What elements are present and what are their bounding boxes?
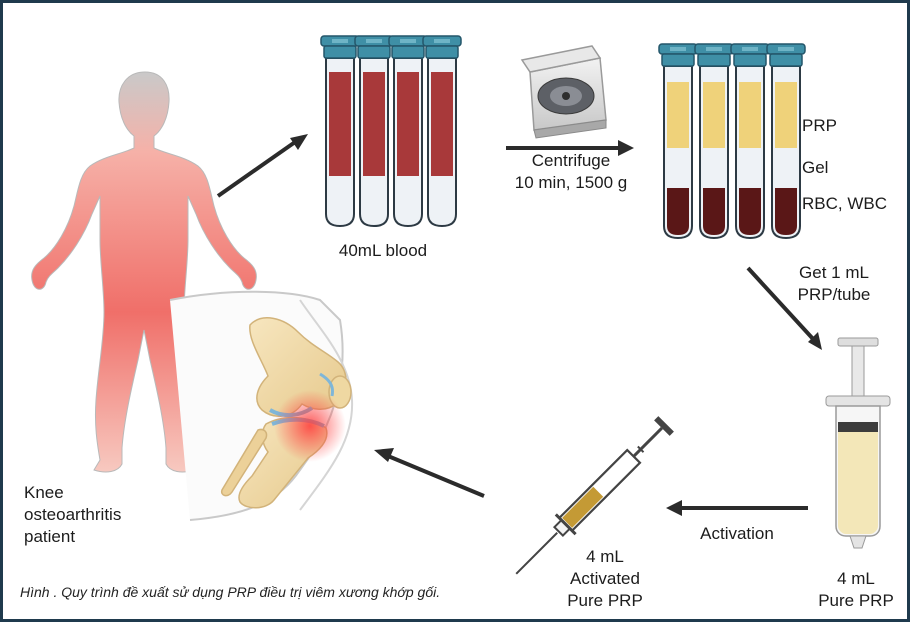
activation-label: Activation [700,524,774,543]
human-body-figure [31,71,257,473]
flow-arrows [216,134,822,516]
collect-label-line2: PRP/tube [797,285,871,304]
blood-tube [320,35,360,228]
centrifuge-label-line2: 10 min, 1500 g [514,173,628,192]
tube-cap [320,35,360,59]
activated-prp-syringe [515,416,674,575]
separated-tube [766,43,806,240]
blood-volume-label: 40mL blood [338,241,428,260]
blood-tube [354,35,394,228]
layer-rbc-wbc-label: RBC, WBC [802,194,887,213]
centrifuge-machine [520,45,607,139]
tube-cap [388,35,428,59]
arrow-to-knee [374,448,485,498]
pure-prp-syringe [825,337,891,549]
arrow-centrifuge [506,140,634,156]
arrow-collect-prp [746,266,822,350]
tube-cap [422,35,462,59]
tube-cap [658,43,698,67]
patient-label-line2: osteoarthritis [24,505,122,524]
tube-cap [730,43,770,67]
blood-tube-group [320,35,462,228]
patient-label-line3: patient [24,527,76,546]
centrifuge-label-line1: Centrifuge [531,151,611,170]
pure-prp-label-line1: 4 mL [837,569,875,588]
blood-tube [422,35,462,228]
separated-tube [730,43,770,240]
tube-cap [354,35,394,59]
layer-gel-label: Gel [802,158,829,177]
separated-tube [658,43,698,240]
arrow-body-to-blood [216,134,308,198]
pure-prp-label-line2: Pure PRP [818,591,894,610]
activated-label-line2: Activated [570,569,640,588]
activated-label-line1: 4 mL [586,547,624,566]
arrow-activation [666,500,808,516]
separated-tube [694,43,734,240]
tube-cap [766,43,806,67]
tube-cap [694,43,734,67]
patient-label-line1: Knee [24,483,64,502]
collect-label-line1: Get 1 mL [799,263,869,282]
knee-illustration [169,290,354,521]
separated-tube-group [658,43,806,240]
activated-label-line3: Pure PRP [567,591,643,610]
blood-tube [388,35,428,228]
figure-caption: Hình . Quy trình đề xuất sử dụng PRP điề… [20,584,441,600]
layer-prp-label: PRP [802,116,837,135]
